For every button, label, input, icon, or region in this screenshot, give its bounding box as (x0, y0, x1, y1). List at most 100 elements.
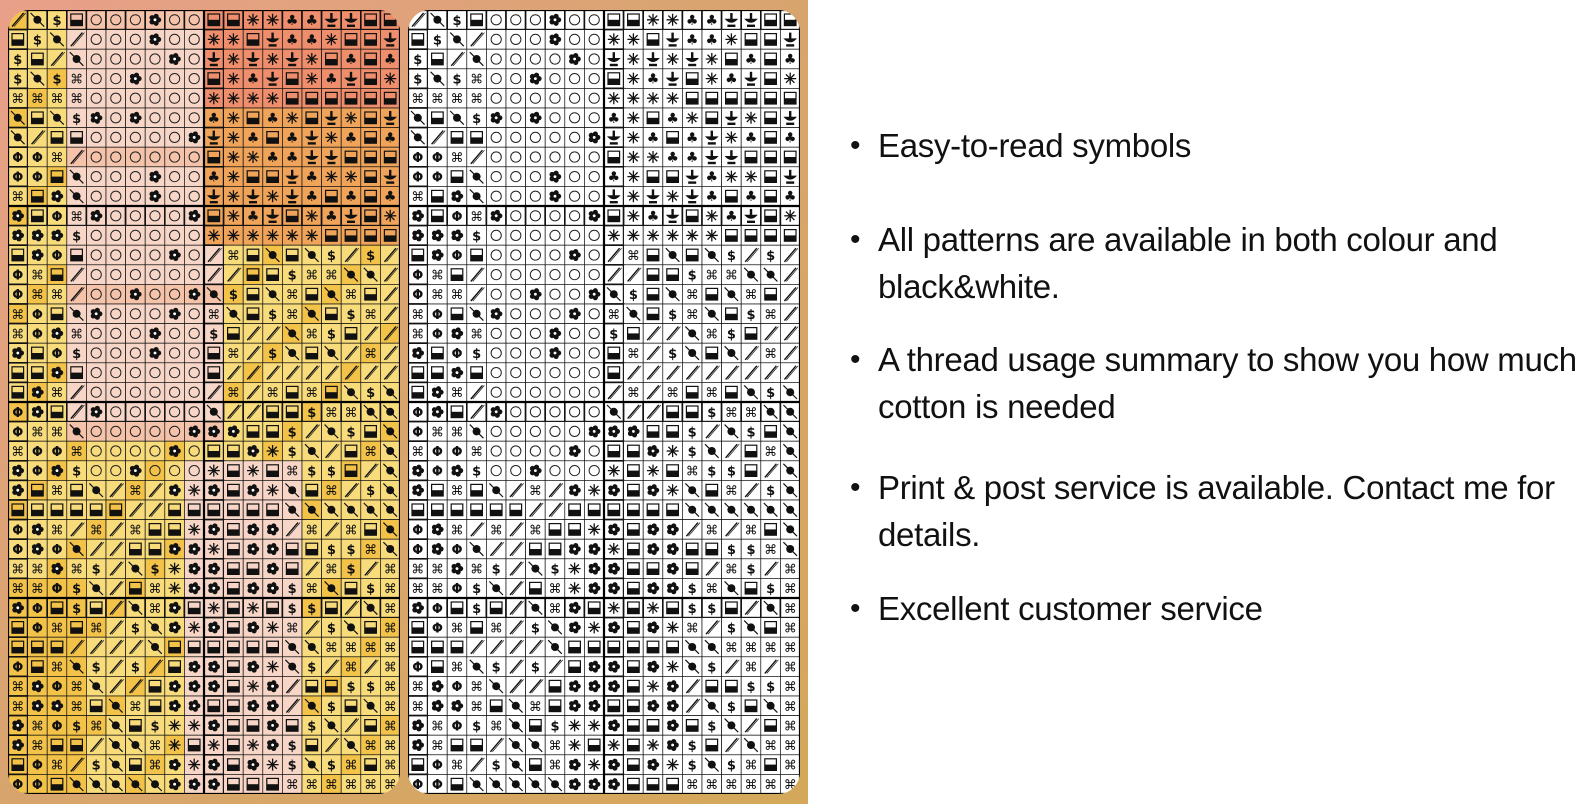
command-icon: ⌘ (784, 700, 797, 715)
dollar-icon (69, 541, 84, 557)
half-filled-square-icon (247, 294, 259, 300)
flower-icon (533, 111, 540, 117)
slash-icon (383, 286, 397, 302)
stitch-cell (125, 146, 146, 168)
slash-icon (109, 678, 123, 694)
half-filled-square-icon (345, 333, 357, 340)
circle-icon (569, 327, 581, 339)
half-filled-square-icon (325, 686, 338, 692)
flower-icon (55, 569, 61, 575)
flower-icon (129, 470, 136, 476)
flower-icon (251, 528, 255, 531)
dollar-icon (704, 698, 720, 714)
flower-icon (412, 489, 418, 495)
flower-icon (592, 432, 598, 438)
flower-icon (212, 660, 218, 666)
club-icon: ♣ (745, 52, 758, 68)
flower-icon (416, 471, 422, 477)
oval-slash-icon: $ (288, 759, 297, 774)
circle-icon (129, 171, 141, 183)
flower-icon (188, 211, 194, 217)
flower-icon (192, 687, 198, 693)
flower-icon (212, 684, 216, 688)
circle-icon (110, 33, 122, 45)
slash-icon (744, 600, 758, 616)
slash-icon (386, 287, 399, 302)
circle-icon (110, 327, 122, 339)
flower-icon (494, 312, 498, 316)
slash-icon (111, 522, 124, 537)
slash-icon (386, 365, 399, 380)
flower-icon (129, 78, 136, 84)
circle-icon (569, 92, 581, 104)
slash-icon (305, 365, 319, 380)
oval-slash-icon: $ (288, 445, 297, 460)
circle-icon (188, 308, 200, 320)
half-filled-square-icon (451, 137, 463, 144)
circle-icon (90, 73, 102, 85)
flower-icon (208, 485, 214, 491)
flower-icon (36, 684, 39, 688)
slash-icon (288, 522, 301, 537)
flower-icon (553, 40, 559, 46)
dollar-icon (88, 776, 104, 792)
circle-icon (110, 73, 122, 85)
slash-icon (531, 639, 544, 655)
asterisk-icon (667, 15, 678, 25)
club-icon: ♣ (266, 111, 279, 127)
half-filled-square-icon (51, 176, 63, 183)
stitch-cell (583, 401, 605, 423)
asterisk-icon (609, 230, 619, 241)
circle-icon (490, 425, 502, 437)
half-filled-square-icon (364, 627, 377, 634)
half-filled-square-icon (568, 666, 581, 673)
slash-icon (129, 678, 142, 694)
half-filled-square-icon (247, 725, 259, 732)
slash-icon (489, 639, 503, 655)
slash-icon (207, 247, 221, 263)
half-filled-square-icon (627, 607, 640, 614)
club-icon: ♣ (208, 111, 221, 127)
circle-icon (588, 465, 600, 477)
slash-icon (70, 757, 83, 772)
flower-icon (494, 118, 500, 124)
flower-icon (490, 117, 496, 123)
flower-icon (35, 236, 42, 242)
club-icon: ♣ (686, 150, 699, 166)
command-icon: ⌘ (325, 563, 338, 578)
stitch-cell (505, 68, 526, 89)
command-icon: ⌘ (725, 563, 738, 578)
oval-slash-icon: $ (746, 563, 755, 578)
flower-icon (173, 248, 179, 255)
half-filled-square-icon (364, 137, 377, 144)
flower-icon (35, 386, 42, 392)
command-icon: ⌘ (411, 445, 424, 460)
slash-icon (386, 306, 399, 321)
flower-icon (553, 38, 557, 41)
flower-icon (431, 254, 438, 260)
flower-icon (416, 209, 422, 215)
flower-icon (435, 530, 442, 536)
circle-icon (129, 347, 141, 359)
flower-icon (35, 412, 42, 418)
half-filled-square-icon (470, 490, 483, 496)
command-icon: ⌘ (227, 386, 240, 401)
circle-icon (169, 112, 181, 124)
command-icon: ⌘ (431, 563, 444, 578)
slash-icon (131, 639, 144, 655)
flower-icon (455, 464, 461, 470)
oval-slash-icon: $ (92, 563, 101, 578)
flower-icon (149, 328, 155, 334)
flower-icon (416, 234, 420, 237)
command-icon: ⌘ (286, 465, 299, 480)
slash-icon (150, 502, 164, 517)
slash-icon (72, 385, 85, 400)
command-icon: ⌘ (286, 308, 299, 323)
circle-icon (529, 386, 541, 398)
stitch-cell (184, 244, 205, 266)
stitch-cell (642, 715, 664, 736)
slash-icon (705, 620, 719, 635)
slash-icon (364, 561, 377, 576)
half-filled-square-icon (70, 372, 83, 379)
flower-icon (553, 194, 557, 198)
